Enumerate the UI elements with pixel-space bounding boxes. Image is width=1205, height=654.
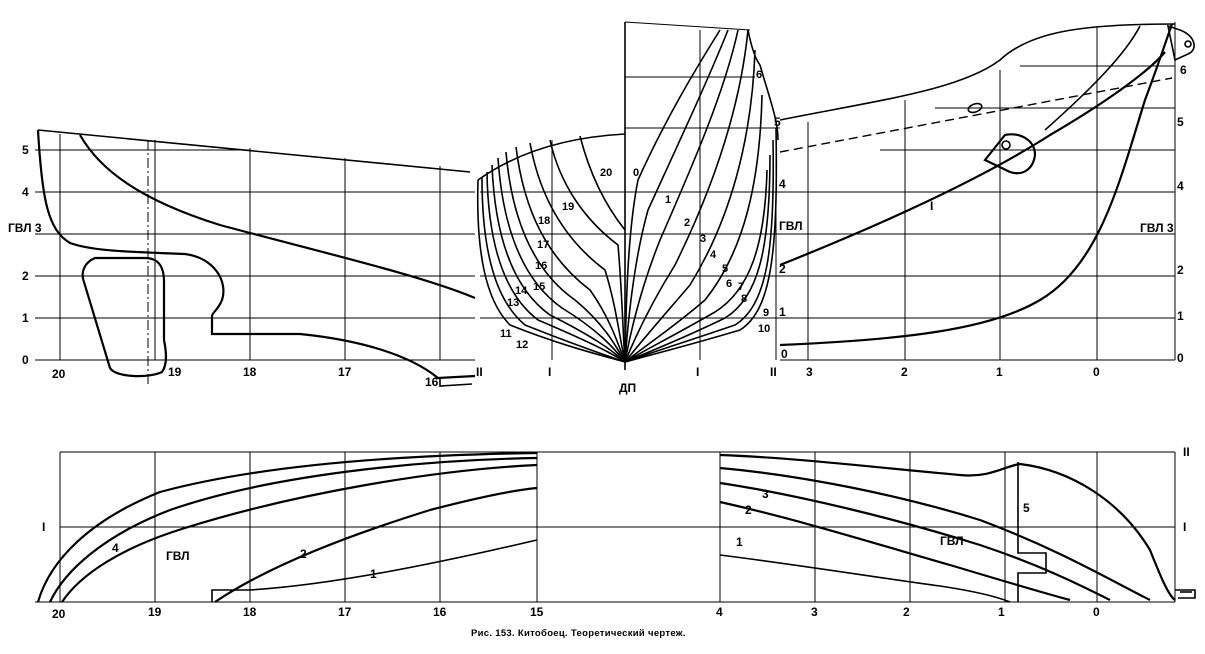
bow-profile-lines (779, 23, 1195, 347)
station-label: 2 (903, 605, 910, 619)
stern-profile-lines (36, 129, 476, 387)
wl-label: 0 (781, 347, 788, 361)
section-label: 6 (726, 278, 732, 290)
section-label: 19 (562, 201, 574, 213)
station-label: 20 (52, 367, 66, 381)
half-breadth-labels: 20 19 18 17 16 15 4 3 2 1 0 I II I 4 ГВЛ… (42, 445, 1190, 621)
section-label: 11 (500, 328, 512, 340)
line-label: 3 (762, 487, 769, 501)
wl-label: 4 (779, 177, 786, 191)
buttock-label: I (1183, 520, 1186, 534)
bow-profile-labels: 3 2 1 0 0 1 2 ГВЛ 3 4 5 6 I (806, 63, 1187, 379)
buttock-label: I (930, 199, 933, 213)
line-label: 1 (370, 567, 377, 581)
section-label: 20 (600, 167, 612, 179)
wl-label: 0 (22, 353, 29, 367)
line-label: 2 (745, 503, 752, 517)
section-label: 18 (538, 215, 550, 227)
centerline-label: ДП (619, 381, 636, 395)
station-label: 18 (243, 365, 257, 379)
station-label: 17 (338, 605, 352, 619)
station-label: 17 (338, 365, 352, 379)
station-label: 18 (243, 605, 257, 619)
wl-label: 4 (22, 185, 29, 199)
buttock-label: II (476, 365, 483, 379)
buttock-label: II (770, 365, 777, 379)
station-label: 0 (1093, 605, 1100, 619)
station-label: 2 (901, 365, 908, 379)
station-label: 19 (148, 605, 162, 619)
line-label: 5 (1023, 501, 1030, 515)
body-plan-aft-sections (476, 133, 626, 363)
section-label: 12 (516, 339, 528, 351)
half-breadth-fwd-lines (719, 453, 1196, 603)
section-label: 4 (710, 249, 717, 261)
section-label: 5 (722, 263, 728, 275)
station-label: 0 (1093, 365, 1100, 379)
wl-label: 4 (1177, 179, 1184, 193)
section-label: 16 (535, 260, 547, 272)
wl-label: ГВЛ 3 (8, 221, 42, 235)
wl-label: 6 (1180, 63, 1187, 77)
section-label: 8 (741, 293, 747, 305)
wl-label: ГВЛ 3 (1140, 221, 1174, 235)
section-label: 9 (763, 307, 769, 319)
body-plan-fwd-sections (624, 29, 779, 363)
wl-label: 2 (22, 269, 29, 283)
body-plan-labels: ДП 20 19 18 17 16 15 14 13 12 11 0 1 2 3… (500, 69, 803, 395)
line-label: ГВЛ (940, 534, 964, 548)
station-label: 1 (998, 605, 1005, 619)
wl-label: 2 (1177, 263, 1184, 277)
station-label: 16 (433, 605, 447, 619)
section-label: 7 (738, 281, 744, 293)
half-breadth-aft-lines (36, 451, 538, 603)
bow-profile-grid (780, 22, 1176, 361)
section-label: 17 (537, 239, 549, 251)
buttock-label: I (42, 520, 45, 534)
section-label: 1 (665, 194, 671, 206)
station-label: 15 (530, 605, 544, 619)
wl-label: 2 (779, 262, 786, 276)
line-label: ГВЛ (166, 549, 190, 563)
section-label: 2 (684, 217, 690, 229)
body-plan-grid (480, 21, 780, 370)
station-label: 3 (811, 605, 818, 619)
wl-label: ГВЛ (779, 219, 803, 233)
section-label: 0 (633, 167, 639, 179)
wl-label: 1 (779, 305, 786, 319)
station-label: 20 (52, 607, 66, 621)
section-label: 10 (758, 323, 770, 335)
figure-caption: Рис. 153. Китобоец. Теоретический чертеж… (471, 628, 686, 639)
section-label: 15 (533, 281, 545, 293)
station-label: 19 (168, 365, 182, 379)
station-label: 16 (425, 375, 439, 389)
station-label: 1 (996, 365, 1003, 379)
line-label: 4 (112, 541, 119, 555)
station-label: 3 (806, 365, 813, 379)
line-label: 1 (736, 535, 743, 549)
wl-label: 5 (22, 143, 29, 157)
wl-label: 5 (1177, 115, 1184, 129)
buttock-label: I (548, 365, 551, 379)
wl-label: 0 (1177, 351, 1184, 365)
section-label: 14 (515, 285, 528, 297)
stern-profile-labels: 0 1 2 ГВЛ 3 4 5 20 19 18 17 16 II (8, 143, 483, 389)
stern-profile-grid (35, 134, 475, 385)
line-label: 2 (300, 547, 307, 561)
section-label: 3 (700, 233, 706, 245)
wl-label: 1 (22, 311, 29, 325)
buttock-label: II (1183, 445, 1190, 459)
section-label: 6 (756, 69, 762, 81)
buttock-label: I (696, 365, 699, 379)
section-label: 13 (507, 297, 519, 309)
station-label: 4 (716, 605, 723, 619)
wl-label: 1 (1177, 309, 1184, 323)
half-breadth-grid (35, 451, 1176, 603)
wl-label: 5 (774, 115, 781, 129)
